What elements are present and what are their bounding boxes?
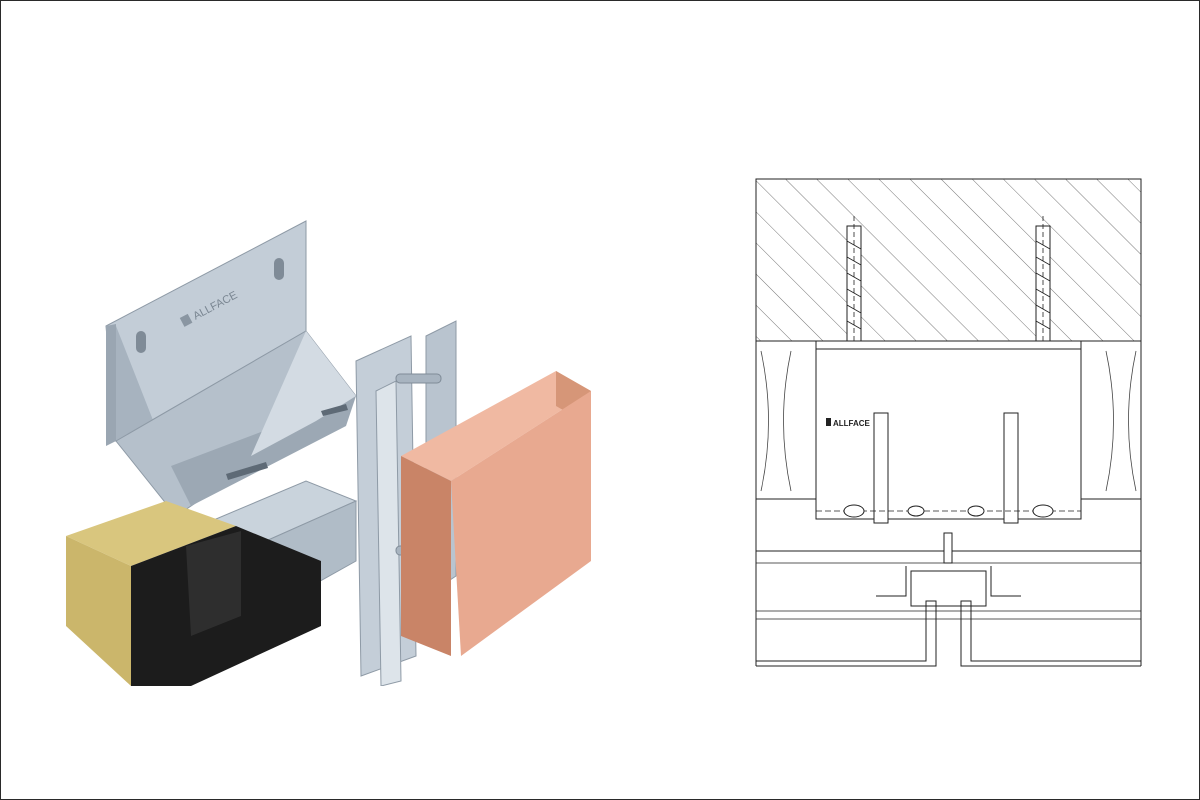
- bracket-base-plate: [815, 340, 1082, 350]
- screw: [943, 532, 953, 564]
- isometric-bracket-rendering: ALLFACE: [66, 220, 591, 686]
- insulation-symbol: [760, 350, 1137, 492]
- vertical-rail-flange: [375, 380, 402, 686]
- bracket-leg-left: [873, 412, 889, 524]
- cladding-panel-side: [401, 456, 451, 656]
- bracket-body: [815, 348, 1082, 520]
- base-slot: [226, 462, 268, 480]
- bracket-sloped-plate: [251, 331, 356, 456]
- slot: [1032, 504, 1054, 518]
- concrete-wall: [755, 178, 1142, 342]
- slot: [843, 504, 865, 518]
- bracket-slot: [274, 258, 284, 280]
- slot: [967, 505, 985, 517]
- insulation-side-face: [186, 531, 241, 636]
- panel-return-left: [756, 600, 937, 667]
- bracket-leg-right: [1003, 412, 1019, 524]
- section-drawing: ALLFACE: [755, 178, 1142, 667]
- slot: [907, 505, 925, 517]
- base-slot: [321, 404, 348, 416]
- bracket-slot: [136, 331, 146, 353]
- rail-profile: [876, 566, 1021, 607]
- section-brand-logo: ALLFACE: [826, 418, 871, 428]
- insulation-top: [66, 501, 236, 566]
- bracket-wall-plate-edge: [106, 324, 116, 446]
- cladding-panel-face: [451, 391, 591, 656]
- section-brand-text: ALLFACE: [833, 419, 871, 428]
- rail-pin: [395, 373, 442, 384]
- panel-return-right: [960, 600, 1141, 667]
- cladding-panel-top: [401, 371, 591, 481]
- insulation-front: [66, 536, 131, 686]
